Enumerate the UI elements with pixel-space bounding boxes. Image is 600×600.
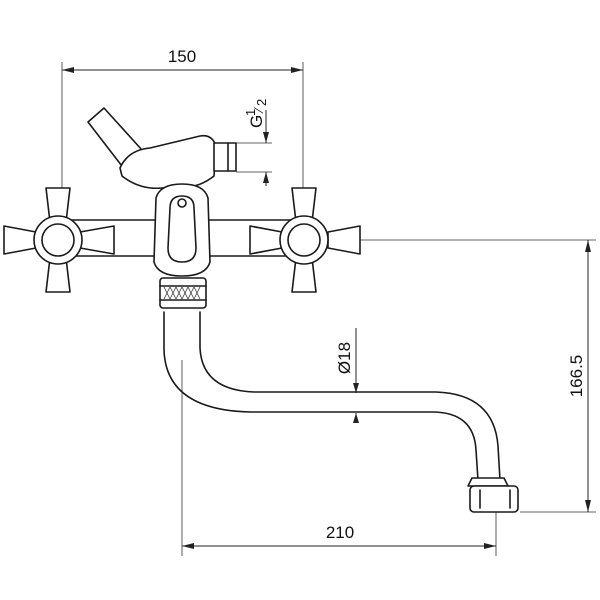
left-handle-hub [33, 215, 83, 265]
thread-label-den: 2 [254, 99, 269, 106]
aerator-ring [467, 477, 509, 487]
dimension-spout-reach: 210 [181, 360, 497, 556]
right-cross-handle [249, 187, 361, 293]
right-handle-arm-right [327, 225, 361, 255]
dimension-height: 166.5 [330, 239, 596, 513]
right-handle-hub [279, 215, 329, 265]
dimension-overall-width: 150 [61, 47, 304, 190]
shower-outlet [213, 142, 237, 172]
dim-210-label: 210 [326, 523, 354, 542]
dimension-thread: G 1 ⁄ 2 [236, 99, 272, 186]
dimension-pipe-diameter: Ø18 [335, 328, 359, 423]
faucet-body [69, 107, 297, 309]
diverter-housing [119, 134, 217, 190]
spout-outer-line [163, 311, 479, 481]
center-knob [167, 195, 197, 263]
dim-166-5-label: 166.5 [567, 355, 586, 398]
thread-label-g: G [247, 115, 266, 128]
spout [163, 311, 519, 513]
thread-label-slash: ⁄ [251, 107, 266, 114]
left-cross-handle [3, 187, 115, 293]
thread-label-num: 1 [243, 109, 258, 116]
dim-150-label: 150 [168, 47, 196, 66]
left-handle-arm-left [3, 225, 37, 255]
knurl-pattern [163, 286, 201, 300]
dim-diameter-label: Ø18 [335, 342, 354, 374]
aerator [469, 485, 519, 513]
spout-inner-line [199, 311, 501, 481]
